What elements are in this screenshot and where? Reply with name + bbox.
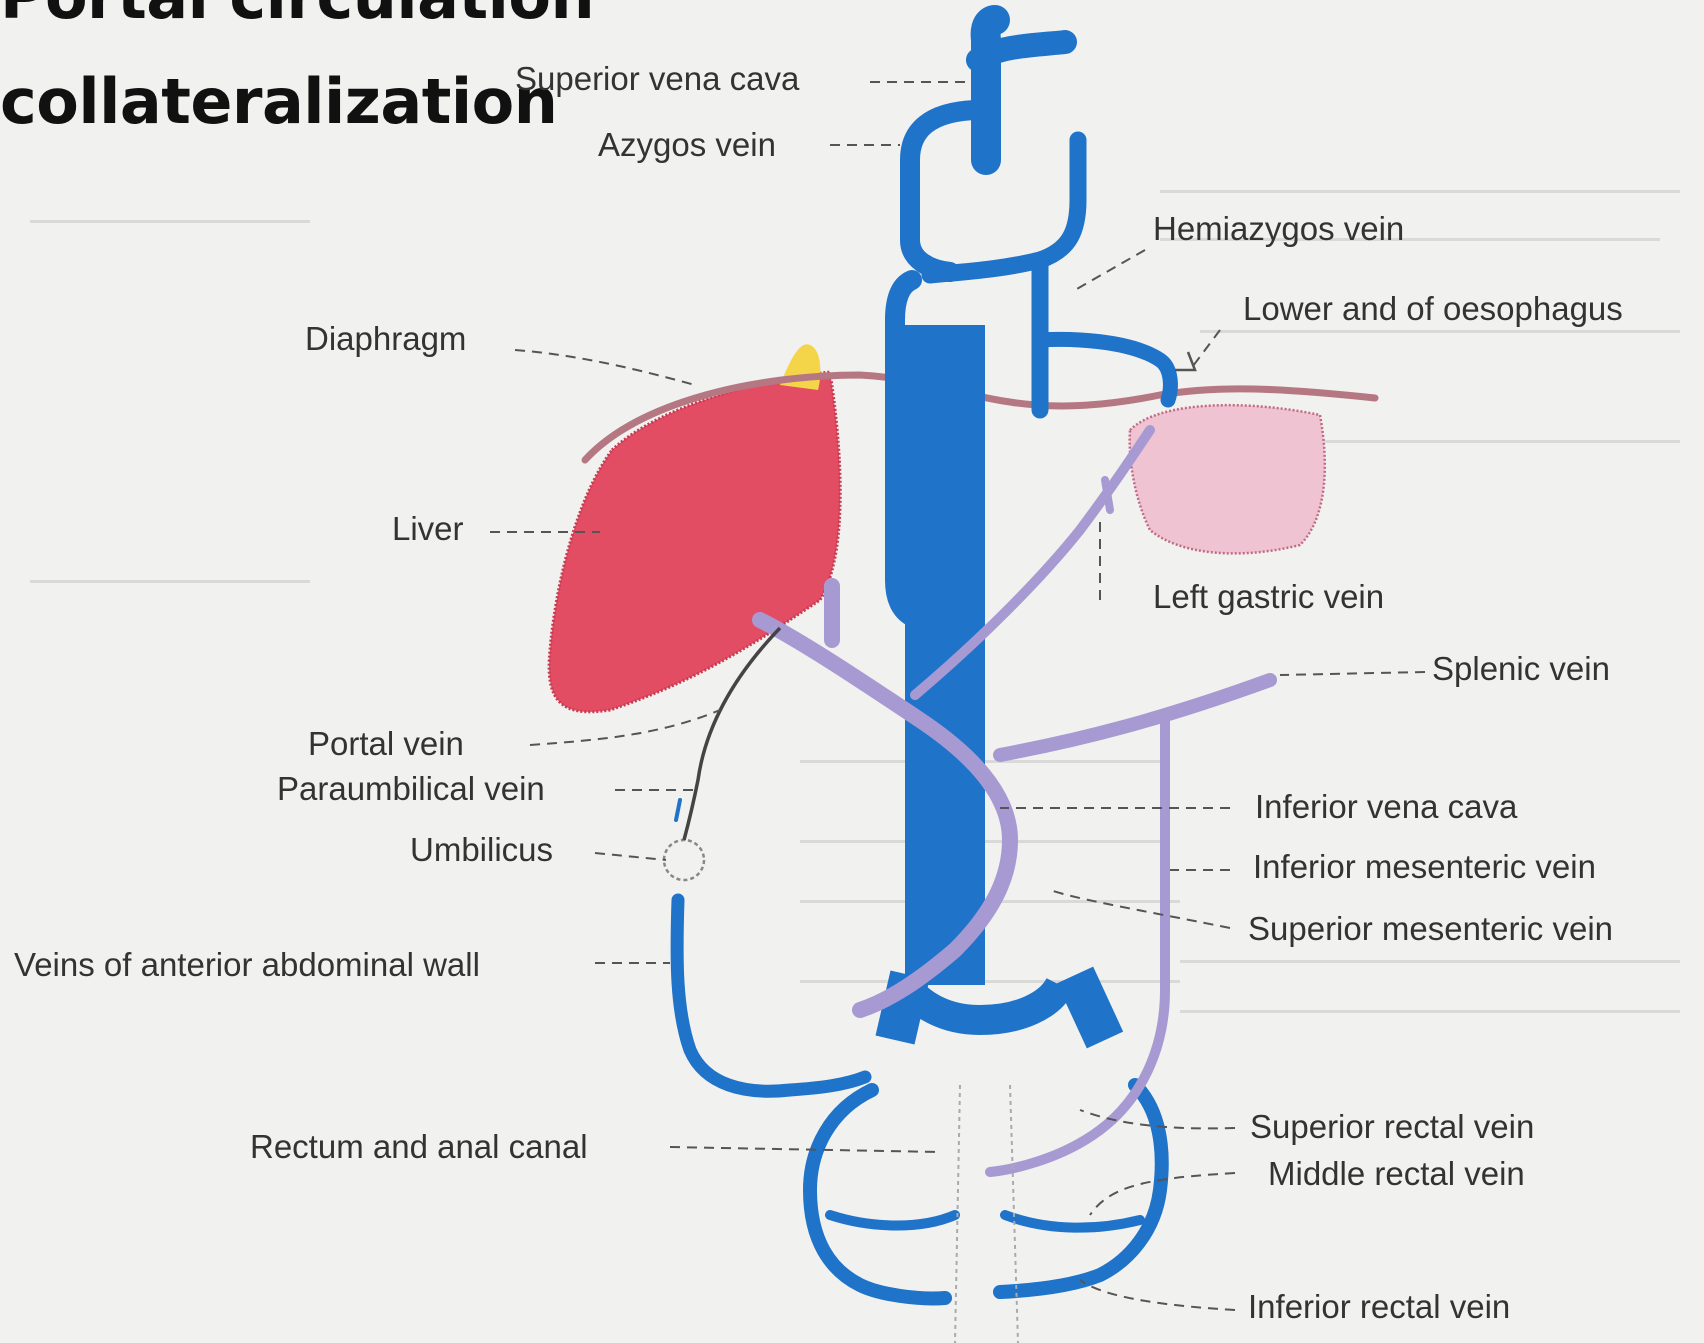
label-rectum-anal-canal: Rectum and anal canal [250, 1130, 588, 1163]
title-line-1: Portal circulation [0, 0, 594, 33]
liver-shape [549, 372, 840, 712]
spleen-shape [1130, 405, 1325, 553]
label-lower-end-oesophagus: Lower and of oesophagus [1243, 292, 1623, 325]
label-superior-rectal-vein: Superior rectal vein [1250, 1110, 1534, 1143]
label-inferior-rectal-vein: Inferior rectal vein [1248, 1290, 1510, 1323]
label-diaphragm: Diaphragm [305, 322, 466, 355]
label-splenic-vein: Splenic vein [1432, 652, 1610, 685]
label-middle-rectal-vein: Middle rectal vein [1268, 1157, 1525, 1190]
label-inferior-vena-cava: Inferior vena cava [1255, 790, 1517, 823]
label-hemiazygos-vein: Hemiazygos vein [1153, 212, 1404, 245]
oesophagus-arrow [1175, 352, 1195, 370]
label-azygos-vein: Azygos vein [598, 128, 776, 161]
label-superior-mesenteric-vein: Superior mesenteric vein [1248, 912, 1613, 945]
title-line-2: collateralization [0, 65, 557, 138]
label-left-gastric-vein: Left gastric vein [1153, 580, 1384, 613]
label-inferior-mesenteric-vein: Inferior mesenteric vein [1253, 850, 1596, 883]
label-paraumbilical-vein: Paraumbilical vein [277, 772, 545, 805]
label-superior-vena-cava: Superior vena cava [515, 62, 799, 95]
liver-bare-area [780, 344, 820, 390]
label-portal-vein: Portal vein [308, 727, 464, 760]
systemic-veins [676, 20, 1170, 1298]
label-liver: Liver [392, 512, 464, 545]
label-veins-anterior-abdominal-wall: Veins of anterior abdominal wall [14, 948, 480, 981]
label-umbilicus: Umbilicus [410, 833, 553, 866]
umbilicus-upper-stub [676, 800, 680, 820]
umbilicus-circle [664, 840, 704, 880]
